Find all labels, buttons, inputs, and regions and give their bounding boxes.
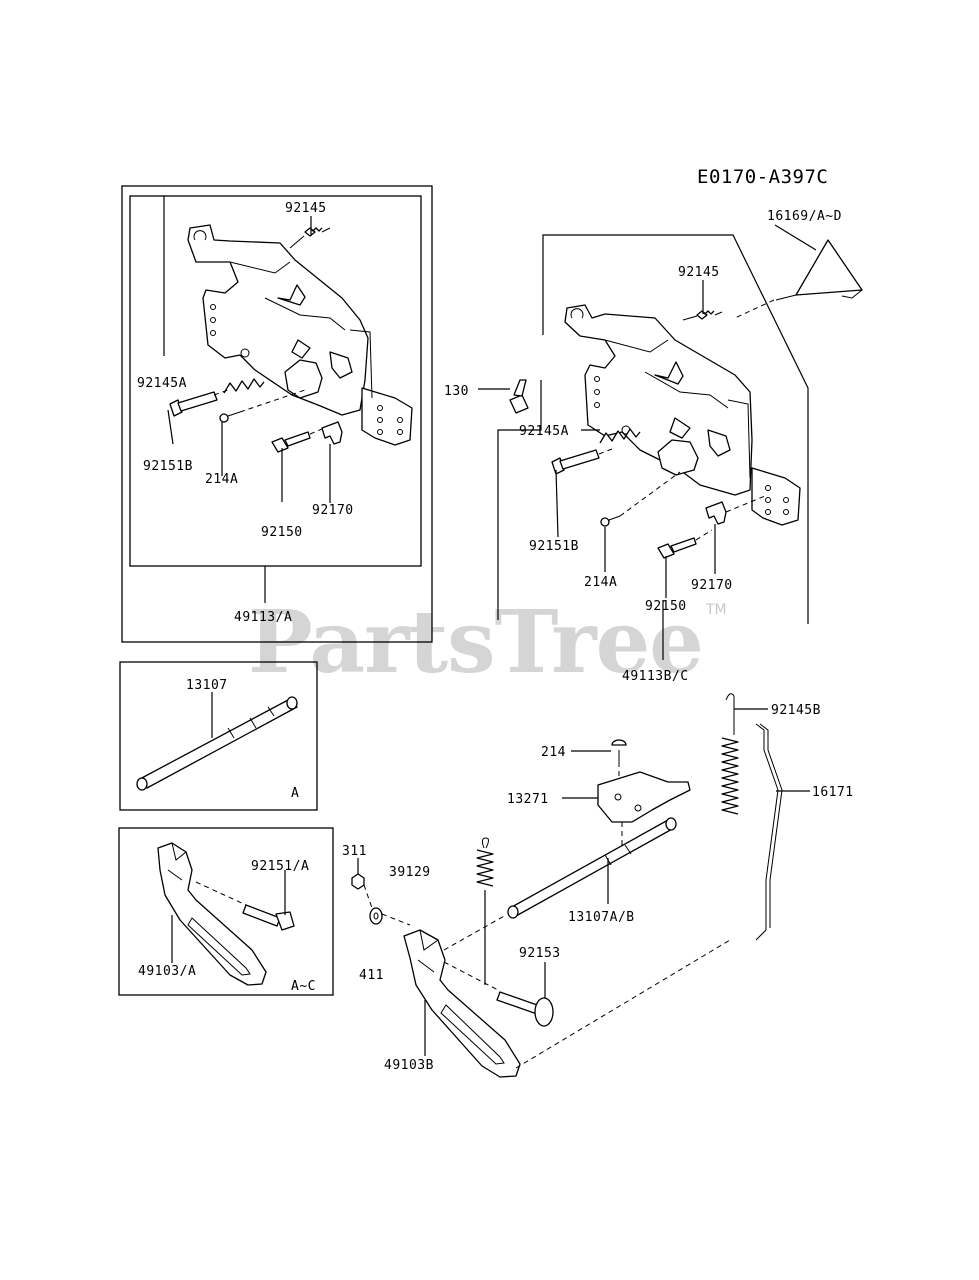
label-92151B-right: 92151B — [529, 539, 579, 554]
label-130: 130 — [444, 384, 469, 399]
label-49113A: 49113/A — [234, 610, 292, 625]
bolt-92151B-left — [169, 391, 218, 417]
control-plate-right — [564, 304, 801, 526]
label-39129: 39129 — [389, 865, 431, 880]
label-311: 311 — [342, 844, 367, 859]
label-92145-left: 92145 — [285, 201, 327, 216]
label-13107AB: 13107A/B — [568, 910, 635, 925]
label-13107: 13107 — [186, 678, 228, 693]
label-92145A-left: 92145A — [137, 376, 187, 391]
label-411: 411 — [359, 968, 384, 983]
pin-92153 — [496, 991, 554, 1027]
box-ac-label: A~C — [291, 979, 316, 994]
label-49103A: 49103/A — [138, 964, 196, 979]
label-49113BC: 49113B/C — [622, 669, 689, 684]
rod-16171 — [755, 723, 779, 941]
label-92153: 92153 — [519, 946, 561, 961]
label-214A-left: 214A — [205, 472, 238, 487]
spring-39129 — [476, 849, 494, 887]
diagram-code: E0170-A397C — [697, 166, 828, 188]
plate-92170-right — [705, 501, 727, 525]
bolt-92151A — [242, 904, 295, 931]
control-panel-assembly-left: 92145 92145A 92151B 214A 92170 92150 491… — [121, 185, 433, 643]
bolt-92150-left — [271, 431, 311, 453]
spring-92145A-right — [599, 428, 641, 444]
bracket-13271 — [597, 771, 691, 823]
bolt-92151B-right — [551, 449, 600, 475]
box-a-label: A — [291, 786, 299, 801]
label-92150-left: 92150 — [261, 525, 303, 540]
label-92151A: 92151/A — [251, 859, 309, 874]
label-92170-left: 92170 — [312, 503, 354, 518]
label-16169: 16169/A~D — [767, 209, 842, 224]
lever-49103A — [157, 842, 267, 986]
lower-assembly: 92145B 16171 214 13271 13107A/B 3912 — [342, 693, 854, 1078]
label-92145-right: 92145 — [678, 265, 720, 280]
label-16171: 16171 — [812, 785, 854, 800]
bolt-92150-right — [657, 537, 697, 559]
shaft-13107AB — [509, 819, 675, 917]
shaft-box-a: 13107 A — [119, 661, 318, 811]
assembly-outer-frame — [121, 185, 433, 643]
screw-214A-right — [600, 515, 621, 527]
wire-clip-16169 — [795, 239, 863, 296]
label-13271: 13271 — [507, 792, 549, 807]
assembly-inner-frame — [129, 195, 422, 567]
shaft-13107 — [137, 699, 298, 789]
washer-411 — [369, 907, 383, 925]
label-92150-right: 92150 — [645, 599, 687, 614]
spring-92145B — [721, 693, 739, 815]
bolt-130 — [509, 379, 529, 414]
label-92151B-left: 92151B — [143, 459, 193, 474]
box-ac-frame — [118, 827, 334, 996]
label-92170-right: 92170 — [691, 578, 733, 593]
label-214A-right: 214A — [584, 575, 617, 590]
label-92145A-right: 92145A — [519, 424, 569, 439]
label-214: 214 — [541, 745, 566, 760]
lever-49103B — [403, 929, 521, 1078]
spring-92145-right — [696, 310, 715, 320]
nut-311 — [351, 873, 365, 890]
plate-92170-left — [321, 421, 343, 445]
screw-214 — [611, 739, 627, 762]
label-49103B: 49103B — [384, 1058, 434, 1073]
label-92145B: 92145B — [771, 703, 821, 718]
control-panel-assembly-right: 16169/A~D 92145 130 92145A 92151B 214A 9… — [444, 209, 863, 684]
spring-92145-left — [304, 227, 323, 237]
screw-214A-left — [219, 411, 241, 423]
box-a-frame — [119, 661, 318, 811]
spring-92145A-left — [223, 378, 265, 394]
lever-box-ac: 92151/A 49103/A A~C — [118, 827, 334, 996]
control-plate-left — [187, 224, 413, 446]
watermark-tm: TM — [705, 602, 727, 618]
